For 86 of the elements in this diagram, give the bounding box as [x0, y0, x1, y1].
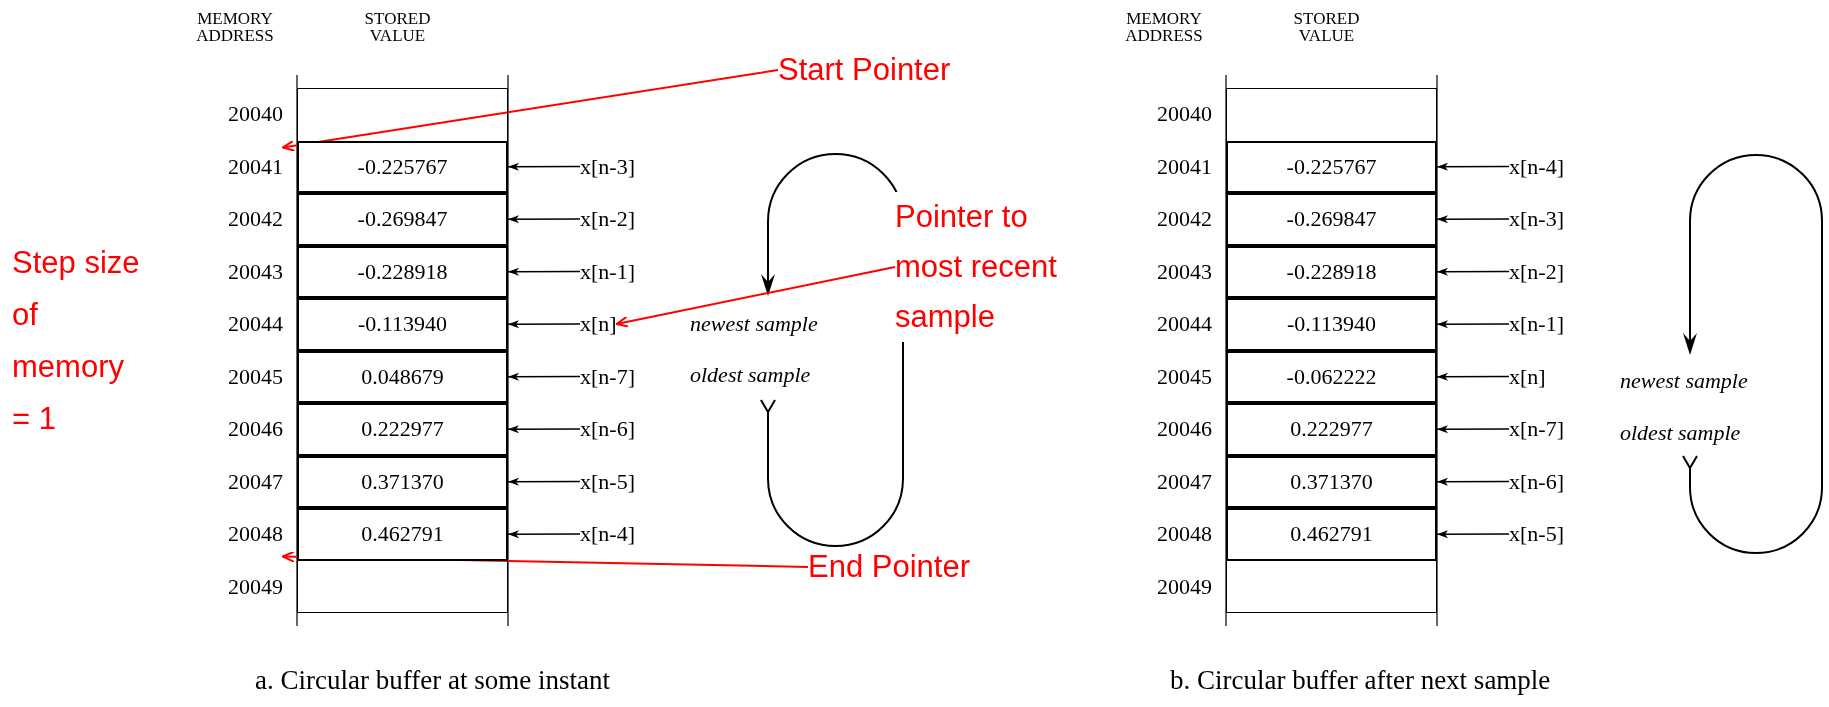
memory-address: 20042 — [1117, 193, 1212, 246]
memory-address: 20046 — [1117, 403, 1212, 456]
arrow — [1436, 477, 1510, 486]
arrow — [507, 477, 581, 486]
memory-address: 20041 — [1117, 140, 1212, 193]
sample-label: x[n-5] — [1509, 523, 1564, 545]
memory-cell: 0.462791 — [1226, 508, 1437, 561]
arrow — [507, 162, 581, 171]
column-header: MEMORY ADDRESS — [195, 10, 275, 44]
memory-cell: -0.225767 — [1226, 140, 1437, 193]
pointer-note: newest sample — [1620, 368, 1748, 395]
arrow — [507, 425, 581, 434]
memory-address: 20043 — [1117, 245, 1212, 298]
memory-cell: 0.371370 — [1226, 455, 1437, 508]
sample-label: x[n-6] — [1509, 470, 1564, 493]
sample-label: x[n-3] — [580, 155, 635, 178]
memory-cell: -0.225767 — [297, 140, 508, 193]
sample-label: x[n-4] — [1509, 155, 1564, 178]
pointer-note: newest sample — [690, 311, 818, 338]
arrow — [1436, 162, 1510, 171]
column-header: STORED VALUE — [1292, 10, 1361, 44]
memory-address: 20040 — [1117, 88, 1212, 141]
memory-cell: -0.062222 — [1226, 350, 1437, 403]
pointer-note: oldest sample — [690, 362, 811, 389]
memory-cell: -0.228918 — [1226, 245, 1437, 298]
memory-cell: -0.228918 — [297, 245, 508, 298]
leader-line — [282, 69, 779, 152]
arrow — [507, 320, 581, 329]
column-header: MEMORY ADDRESS — [1124, 10, 1204, 44]
memory-address: 20048 — [188, 508, 283, 561]
arrow — [1436, 320, 1510, 329]
memory-cell: -0.269847 — [1226, 193, 1437, 246]
arrow — [507, 267, 581, 276]
memory-address: 20044 — [1117, 298, 1212, 351]
memory-address: 20041 — [188, 140, 283, 193]
pointer-note: oldest sample — [1620, 420, 1741, 447]
memory-address: 20048 — [1117, 508, 1212, 561]
memory-cell: 0.222977 — [1226, 403, 1437, 456]
memory-address: 20045 — [188, 350, 283, 403]
memory-address: 20042 — [188, 193, 283, 246]
memory-address: 20049 — [188, 560, 283, 613]
empty-memory-cell — [297, 88, 508, 141]
figure-caption: a. Circular buffer at some instant — [255, 664, 610, 697]
sample-label: x[n-3] — [1509, 208, 1564, 230]
arrow — [1436, 372, 1510, 381]
arrow — [1436, 530, 1510, 539]
sample-label: x[n-1] — [1509, 313, 1564, 335]
sample-label: x[n-4] — [580, 523, 635, 545]
sample-label: x[n] — [1509, 365, 1546, 388]
column-header: STORED VALUE — [363, 10, 432, 44]
memory-address: 20045 — [1117, 350, 1212, 403]
arrow — [1436, 267, 1510, 276]
arrow — [507, 215, 581, 224]
arrow — [1436, 425, 1510, 434]
memory-address: 20043 — [188, 245, 283, 298]
arrow — [507, 530, 581, 539]
sample-label: x[n-7] — [580, 365, 635, 388]
memory-cell: -0.113940 — [1226, 298, 1437, 351]
memory-cell: 0.371370 — [297, 455, 508, 508]
sample-label: x[n-6] — [580, 418, 635, 440]
memory-cell: 0.048679 — [297, 350, 508, 403]
empty-memory-cell — [297, 560, 508, 613]
memory-cell: -0.269847 — [297, 193, 508, 246]
sample-label: x[n-7] — [1509, 418, 1564, 440]
sample-label: x[n-5] — [580, 470, 635, 493]
memory-address: 20044 — [188, 298, 283, 351]
sample-label: x[n-2] — [580, 208, 635, 230]
figure-caption: b. Circular buffer after next sample — [1170, 664, 1551, 697]
memory-address: 20047 — [1117, 455, 1212, 508]
leader-line — [282, 550, 809, 568]
memory-cell: 0.222977 — [297, 403, 508, 456]
memory-address: 20040 — [188, 88, 283, 141]
step-size-note: Step size of memory = 1 — [12, 244, 141, 438]
memory-cell: -0.113940 — [297, 298, 508, 351]
leader-line — [615, 266, 896, 328]
memory-address: 20047 — [188, 455, 283, 508]
sample-label: x[n] — [580, 313, 617, 335]
arrow — [1436, 215, 1510, 224]
memory-address: 20049 — [1117, 560, 1212, 613]
arrow — [507, 372, 581, 381]
memory-cell: 0.462791 — [297, 508, 508, 561]
sample-label: x[n-2] — [1509, 260, 1564, 283]
empty-memory-cell — [1226, 88, 1437, 141]
empty-memory-cell — [1226, 560, 1437, 613]
sample-label: x[n-1] — [580, 260, 635, 283]
memory-address: 20046 — [188, 403, 283, 456]
